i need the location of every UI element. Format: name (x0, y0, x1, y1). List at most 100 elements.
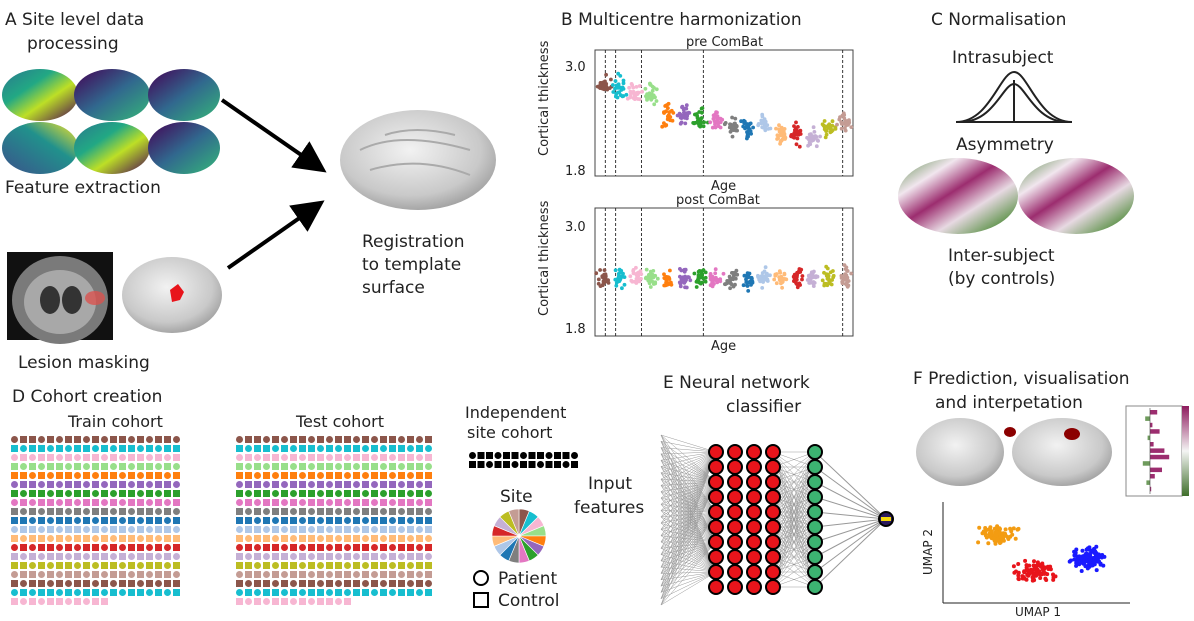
control-marker (56, 508, 63, 515)
harmonization-point (609, 77, 613, 82)
harmonization-point (602, 80, 606, 84)
patient-marker (353, 571, 360, 578)
control-marker (254, 535, 261, 542)
patient-marker (164, 472, 171, 479)
control-marker (74, 490, 81, 497)
input-connection (660, 441, 717, 453)
control-marker (128, 472, 135, 479)
umap-point (1011, 526, 1016, 531)
harmonization-point (795, 136, 800, 141)
harmonization-point (703, 279, 708, 284)
control-marker (83, 544, 90, 551)
control-marker (272, 571, 279, 578)
prediction-brain-medial (1012, 418, 1112, 486)
umap-point (998, 541, 1002, 545)
control-marker (29, 526, 36, 533)
train-cohort-grid (11, 436, 180, 605)
control-marker (236, 517, 243, 524)
control-marker (398, 580, 405, 587)
hidden-neuron (708, 519, 724, 535)
control-marker (74, 463, 81, 470)
patient-marker (47, 472, 54, 479)
harmonization-point (694, 285, 699, 289)
harmonization-point (686, 111, 691, 115)
input-connection (660, 451, 717, 505)
control-marker (299, 580, 306, 587)
patient-marker (398, 526, 405, 533)
control-marker (20, 571, 27, 578)
independent-control-marker (571, 461, 578, 468)
harmonization-point (682, 281, 687, 285)
harmonization-point (654, 87, 659, 92)
patient-marker (335, 553, 342, 560)
harmonization-point (783, 277, 788, 281)
control-marker (65, 436, 72, 443)
harmonization-point (653, 273, 658, 278)
control-marker (47, 526, 54, 533)
patient-marker (272, 445, 279, 452)
patient-marker (317, 490, 324, 497)
harmonization-point (807, 132, 812, 137)
harmonization-point (811, 125, 816, 130)
control-marker (407, 499, 414, 506)
control-marker (101, 598, 108, 605)
control-marker (101, 562, 108, 569)
hidden-neuron (765, 489, 781, 505)
harmonization-point (664, 109, 668, 114)
harmonization-point (821, 123, 826, 128)
harmonization-point (782, 132, 787, 136)
control-marker (272, 481, 279, 488)
patient-marker (119, 589, 126, 596)
patient-marker (146, 589, 153, 596)
patient-marker (326, 571, 333, 578)
lesion-masking-label: Lesion masking (18, 353, 150, 373)
control-marker (299, 598, 306, 605)
control-marker (344, 490, 351, 497)
patient-marker (398, 436, 405, 443)
patient-marker (425, 445, 432, 452)
harmonization-point (602, 273, 607, 277)
harmonization-point (616, 86, 620, 90)
hidden-neuron (746, 459, 762, 475)
harmonization-point (766, 273, 770, 278)
control-marker (164, 526, 171, 533)
hidden-neuron (727, 504, 743, 520)
control-marker (101, 472, 108, 479)
control-marker (425, 589, 432, 596)
patient-marker (137, 562, 144, 569)
pre-combat-points (595, 50, 854, 176)
harmonization-point (627, 85, 631, 90)
control-marker (263, 589, 270, 596)
control-marker (119, 490, 126, 497)
pre-xlabel: Age (711, 179, 736, 194)
control-marker (47, 463, 54, 470)
harmonization-point (624, 92, 629, 97)
input-connection (660, 571, 717, 606)
control-marker (29, 598, 36, 605)
control-marker (146, 535, 153, 542)
control-marker (407, 544, 414, 551)
umap-point (1082, 561, 1087, 566)
control-marker (128, 580, 135, 587)
prediction-lesion-medial (1064, 428, 1080, 440)
patient-marker (326, 481, 333, 488)
harmonization-point (621, 271, 625, 276)
independent-control-marker (503, 461, 510, 468)
patient-marker (299, 544, 306, 551)
control-marker (317, 436, 324, 443)
control-marker (83, 580, 90, 587)
harmonization-point (650, 88, 655, 93)
harmonization-point (678, 121, 683, 126)
independent-control-marker (511, 452, 519, 459)
train-cohort-label: Train cohort (67, 412, 163, 431)
control-marker (353, 562, 360, 569)
control-marker (92, 589, 99, 596)
input-connection (660, 451, 717, 568)
control-marker (47, 571, 54, 578)
control-marker (308, 517, 315, 524)
control-marker (407, 436, 414, 443)
feature-importance-bars (1142, 408, 1170, 494)
harmonization-point (806, 143, 810, 148)
patient-marker (389, 517, 396, 524)
patient-marker (290, 553, 297, 560)
